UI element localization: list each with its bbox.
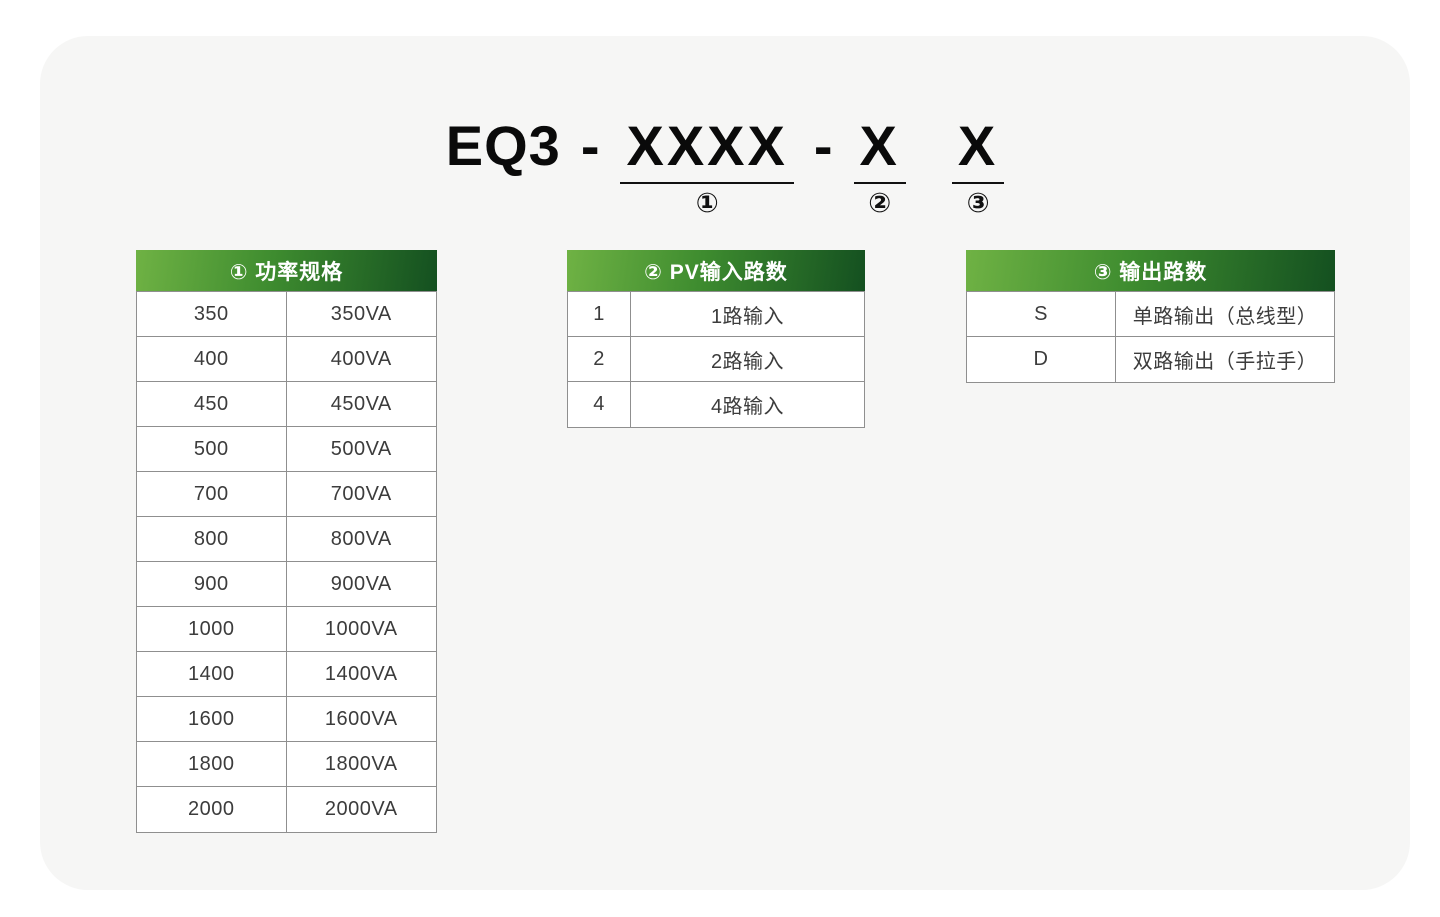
table-cell: 700VA — [330, 482, 392, 505]
table-cell: 1800VA — [324, 752, 398, 775]
model-code-segment-output: X ③ — [951, 118, 1005, 219]
table-row: 1600 1600VA — [137, 697, 436, 742]
table-cell: 2路输入 — [710, 350, 785, 373]
table-cell: D — [967, 337, 1116, 382]
table-cell: S — [967, 292, 1116, 336]
table-row: 700 700VA — [137, 472, 436, 517]
table-cell: 1600VA — [324, 707, 398, 730]
circled-3-marker: ③ — [966, 188, 990, 218]
table-row: 1400 1400VA — [137, 652, 436, 697]
table-row: 2 2路输入 — [568, 337, 864, 382]
table-row: 2000 2000VA — [137, 787, 436, 832]
content-card: EQ3 - XXXX ① - X ② X ③ ① 功率规格 350 350VA 40… — [40, 36, 1410, 890]
table-cell: 1800 — [137, 742, 287, 786]
pv-input-table: ② PV输入路数 1 1路输入 2 2路输入 4 4路输入 — [567, 250, 865, 428]
table-cell: 单路输出（总线型） — [1132, 305, 1318, 328]
table-cell: 900 — [137, 562, 287, 606]
table-cell: 1000VA — [324, 617, 398, 640]
table-row: D 双路输出（手拉手） — [967, 337, 1334, 382]
table-cell: 2000VA — [324, 798, 398, 820]
model-code-prefix: EQ3 — [445, 114, 561, 177]
table-row: 1 1路输入 — [568, 292, 864, 337]
table-cell: 1600 — [137, 697, 287, 741]
output-table: ③ 输出路数 S 单路输出（总线型） D 双路输出（手拉手） — [966, 250, 1335, 383]
table-cell: 500 — [137, 427, 287, 471]
table-cell: 4路输入 — [710, 396, 785, 418]
table-cell: 350 — [137, 292, 287, 336]
power-spec-table: ① 功率规格 350 350VA 400 400VA 450 450VA 500 500VA 7… — [136, 250, 437, 833]
model-code: EQ3 - XXXX ① - X ② X ③ — [40, 118, 1410, 219]
table-row: 1800 1800VA — [137, 742, 436, 787]
model-code-segment-pv-input: X ② — [853, 118, 906, 219]
power-spec-table-body: 350 350VA 400 400VA 450 450VA 500 500VA 700 700VA… — [136, 291, 437, 833]
pv-input-table-header: ② PV输入路数 — [567, 250, 865, 291]
model-code-separator: - — [580, 114, 601, 177]
table-row: 1000 1000VA — [137, 607, 436, 652]
table-row: 500 500VA — [137, 427, 436, 472]
table-cell: 1400 — [137, 652, 287, 696]
table-cell: 450 — [137, 382, 287, 426]
table-cell: 400 — [137, 337, 287, 381]
table-row: 800 800VA — [137, 517, 436, 562]
model-code-segment-power: XXXX ① — [620, 118, 794, 219]
segment-text: X — [951, 118, 1005, 184]
table-row: S 单路输出（总线型） — [967, 292, 1334, 337]
table-row: 4 4路输入 — [568, 382, 864, 427]
table-row: 350 350VA — [137, 292, 436, 337]
table-row: 900 900VA — [137, 562, 436, 607]
table-cell: 1 — [568, 292, 631, 336]
table-cell: 500VA — [330, 437, 392, 460]
table-cell: 2 — [568, 337, 631, 381]
segment-text: X — [853, 118, 906, 184]
table-cell: 双路输出（手拉手） — [1132, 351, 1318, 373]
table-cell: 350VA — [330, 302, 392, 325]
table-cell: 400VA — [330, 347, 392, 370]
table-cell: 800 — [137, 517, 287, 561]
table-cell: 800VA — [330, 527, 392, 550]
pv-input-table-body: 1 1路输入 2 2路输入 4 4路输入 — [567, 291, 865, 428]
segment-text: XXXX — [620, 118, 794, 184]
table-cell: 1路输入 — [710, 305, 785, 328]
circled-1-marker: ① — [695, 188, 719, 218]
output-table-body: S 单路输出（总线型） D 双路输出（手拉手） — [966, 291, 1335, 383]
circled-2-marker: ② — [868, 188, 892, 218]
table-row: 450 450VA — [137, 382, 436, 427]
table-cell: 1400VA — [324, 662, 398, 685]
output-table-header: ③ 输出路数 — [966, 250, 1335, 291]
table-cell: 450VA — [330, 392, 392, 415]
power-spec-table-header: ① 功率规格 — [136, 250, 437, 291]
table-cell: 4 — [568, 382, 631, 427]
table-cell: 2000 — [137, 787, 287, 832]
table-cell: 700 — [137, 472, 287, 516]
model-code-separator: - — [813, 114, 834, 177]
table-cell: 900VA — [330, 572, 392, 595]
table-cell: 1000 — [137, 607, 287, 651]
table-row: 400 400VA — [137, 337, 436, 382]
